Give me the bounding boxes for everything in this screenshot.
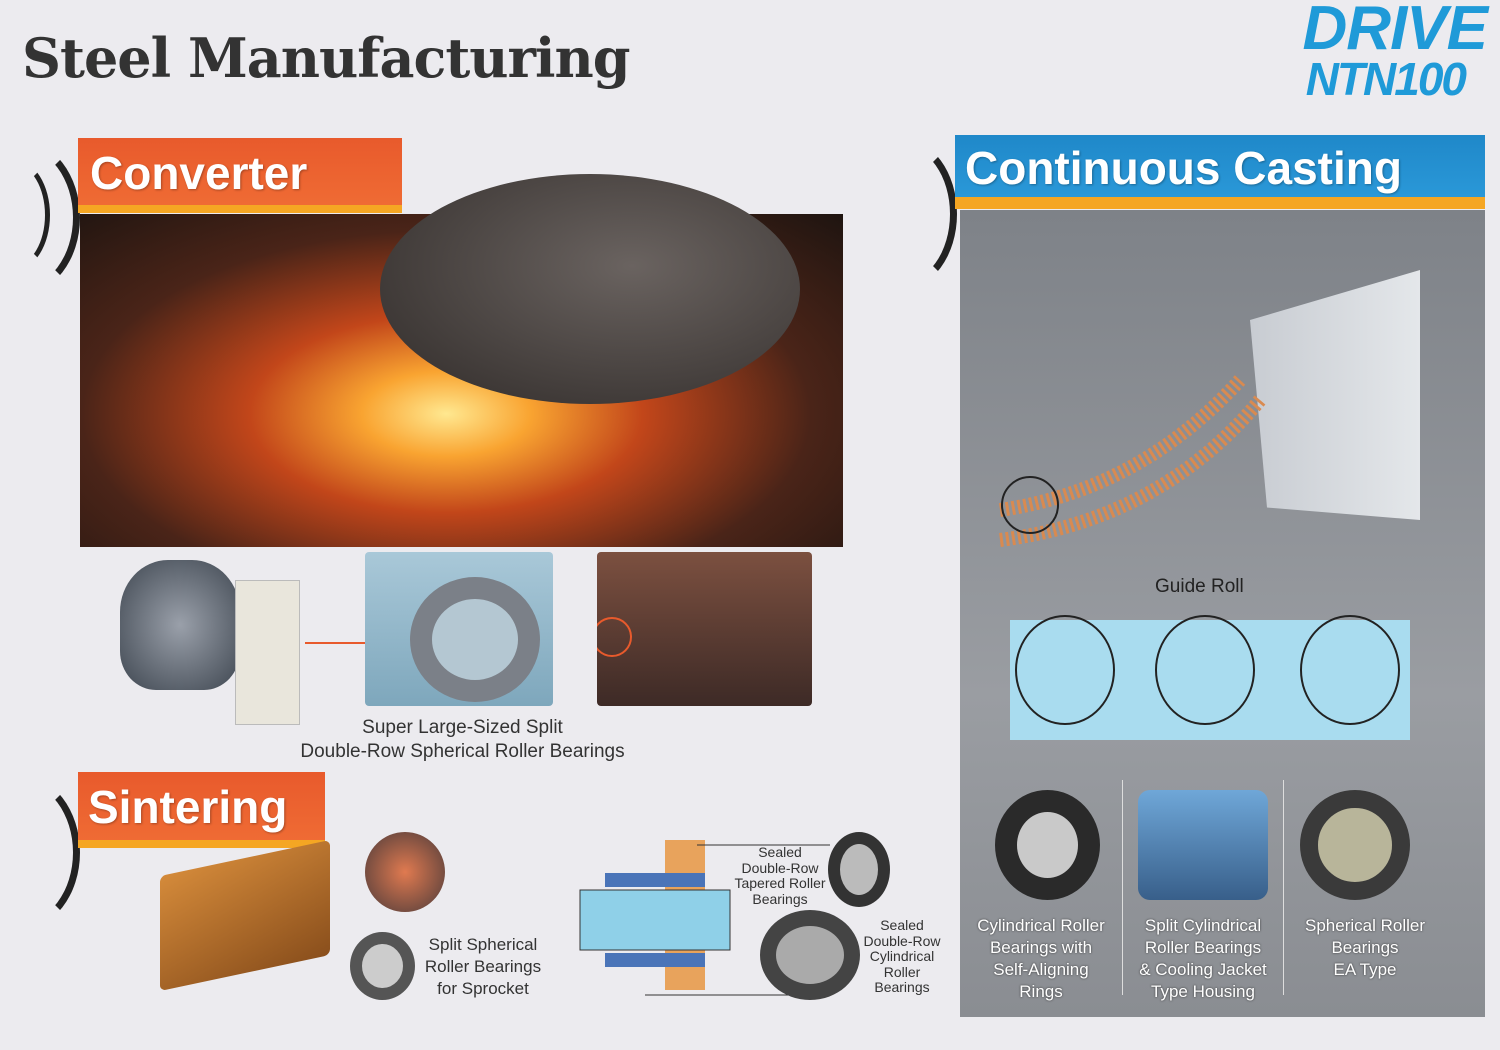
caption-line: Double-Row — [741, 859, 819, 876]
converter-caption: Super Large-Sized Split Double-Row Spher… — [260, 716, 665, 764]
casting-tower-illustration — [1250, 270, 1420, 520]
caption-line: Split Cylindrical — [1144, 916, 1262, 935]
divider — [1122, 780, 1123, 995]
caption-line: Double-Row — [863, 932, 941, 949]
cylindrical-bearing-image — [760, 910, 860, 1000]
cylindrical-roller-bearing-image — [995, 790, 1100, 900]
sprocket-closeup — [365, 832, 445, 912]
caption-line: Self-Aligning — [993, 960, 1089, 979]
converter-vessel-shape — [380, 174, 800, 404]
tapered-bearing-caption: Sealed Double-Row Tapered Roller Bearing… — [728, 844, 832, 907]
caption-line: Bearings with — [989, 938, 1093, 957]
guide-roll-label: Guide Roll — [1155, 576, 1244, 597]
caption-line: Cylindrical — [869, 948, 935, 964]
caption-line: Sealed — [758, 844, 802, 860]
caption-line: & Cooling Jacket — [1139, 960, 1267, 979]
logo-line2: NTN100 — [1305, 53, 1467, 105]
sprocket-bearing-cross-section-diagram — [579, 840, 830, 996]
spherical-roller-bearing-image — [1300, 790, 1410, 900]
caption-line: Roller Bearings — [424, 957, 542, 976]
drive-ntn100-logo: DRIVE NTN100 — [1272, 0, 1488, 105]
caption-line: Sealed — [880, 917, 924, 933]
leader-line — [305, 642, 365, 644]
plant-photo — [597, 552, 812, 706]
caption-line: Tapered Roller — [734, 875, 826, 891]
split-cylindrical-bearing-image — [1138, 790, 1268, 900]
casting-panel: Guide Roll Cylindrical Roller Bearings w… — [960, 210, 1485, 1017]
sprocket-bearing-caption: Split Spherical Roller Bearings for Spro… — [412, 934, 554, 1000]
caption-line: EA Type — [1333, 960, 1397, 979]
logo-line1: DRIVE — [1302, 0, 1488, 63]
caption-line: Double-Row Spherical Roller Bearings — [300, 741, 625, 762]
cylindrical-bearing-caption: Sealed Double-Row Cylindrical Roller Bea… — [856, 917, 948, 996]
caption-line: Super Large-Sized Split — [362, 717, 563, 738]
caption-line: Type Housing — [1151, 982, 1255, 1001]
bearing-caption: Cylindrical Roller Bearings with Self-Al… — [960, 915, 1122, 1003]
converter-photo — [80, 174, 843, 547]
bearing-caption: Spherical Roller Bearings EA Type — [1284, 915, 1446, 981]
guide-roll-segments-illustration — [999, 375, 1266, 547]
sound-arc-icon — [0, 160, 50, 270]
caption-line: Roller — [883, 963, 921, 980]
divider — [78, 205, 402, 213]
caption-line: Spherical Roller — [1305, 916, 1425, 935]
converter-heading: Converter — [78, 138, 402, 205]
continuous-casting-heading: Continuous Casting — [955, 135, 1485, 197]
caption-line: Split Spherical — [428, 935, 538, 954]
guide-roll-shaft-diagram — [1010, 615, 1410, 740]
sintering-heading: Sintering — [78, 772, 325, 840]
sintering-machine-illustration — [160, 839, 330, 992]
sound-arc-icon — [0, 775, 80, 930]
split-spherical-bearing-image — [350, 932, 415, 1000]
caption-line: Cylindrical Roller — [977, 916, 1105, 935]
divider — [78, 840, 325, 848]
sound-arc-icon — [845, 138, 957, 290]
bearing-caption: Split Cylindrical Roller Bearings & Cool… — [1123, 915, 1283, 1003]
converter-vessel-illustration — [110, 560, 310, 725]
divider — [1283, 780, 1284, 995]
caption-line: for Sprocket — [437, 979, 529, 998]
page-title: Steel Manufacturing — [22, 26, 631, 90]
caption-line: Bearings — [1331, 938, 1399, 957]
tapered-bearing-image — [828, 832, 890, 907]
caption-line: Bearings — [874, 979, 930, 995]
caption-line: Roller Bearings — [1144, 938, 1262, 957]
divider — [955, 197, 1485, 209]
sound-arc-icon — [0, 140, 80, 295]
caption-line: Rings — [1019, 982, 1063, 1001]
caption-line: Bearings — [752, 890, 808, 907]
bearing-photo — [365, 552, 553, 706]
